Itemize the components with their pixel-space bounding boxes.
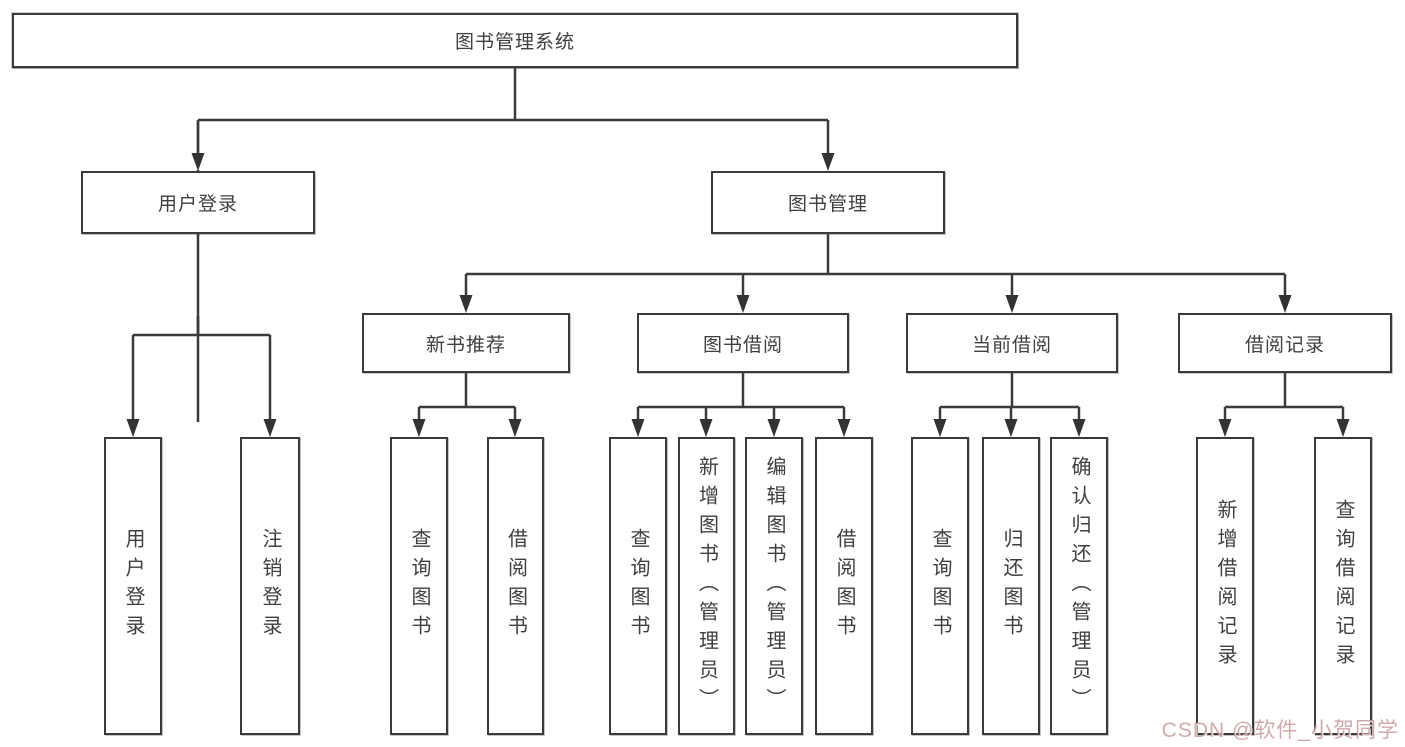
leaf-borrow-books: 借阅图书 bbox=[487, 437, 544, 735]
leaf-label: 借阅图书 bbox=[504, 528, 527, 644]
node-user-login: 用户登录 bbox=[81, 171, 315, 234]
node-label: 图书管理 bbox=[787, 194, 868, 215]
node-label: 图书管理系统 bbox=[454, 32, 575, 53]
leaf-add-borrow-record: 新增借阅记录 bbox=[1196, 437, 1254, 735]
arrowheads bbox=[126, 153, 1350, 437]
leaf-add-books-admin: 新增图书（管理员） bbox=[678, 437, 735, 735]
leaf-logout: 注销登录 bbox=[240, 437, 300, 735]
leaf-query-books: 查询图书 bbox=[911, 437, 969, 735]
leaf-query-borrow-record: 查询借阅记录 bbox=[1314, 437, 1372, 735]
leaf-query-books: 查询图书 bbox=[390, 437, 448, 735]
node-label: 新书推荐 bbox=[425, 334, 506, 356]
leaf-confirm-return-admin: 确认归还（管理员） bbox=[1050, 437, 1108, 735]
node-label: 用户登录 bbox=[157, 194, 238, 215]
leaf-label: 查询图书 bbox=[929, 528, 951, 644]
leaf-label: 注销登录 bbox=[259, 528, 281, 644]
leaf-label: 新增借阅记录 bbox=[1214, 499, 1236, 673]
leaf-return-books: 归还图书 bbox=[982, 437, 1040, 735]
node-library-management-system: 图书管理系统 bbox=[12, 13, 1018, 68]
leaf-label: 借阅图书 bbox=[833, 528, 855, 644]
leaf-label: 查询图书 bbox=[627, 528, 649, 644]
leaf-label: 编辑图书（管理员） bbox=[763, 455, 785, 717]
node-current-borrow: 当前借阅 bbox=[906, 313, 1118, 373]
leaf-label: 归还图书 bbox=[1000, 528, 1022, 644]
leaf-query-books: 查询图书 bbox=[609, 437, 667, 735]
leaf-label: 用户登录 bbox=[122, 528, 144, 644]
leaf-label: 查询图书 bbox=[408, 528, 430, 644]
node-label: 图书借阅 bbox=[702, 334, 783, 356]
leaf-edit-books-admin: 编辑图书（管理员） bbox=[745, 437, 803, 735]
leaf-user-login: 用户登录 bbox=[104, 437, 162, 735]
leaf-label: 新增图书（管理员） bbox=[695, 455, 718, 717]
node-book-management: 图书管理 bbox=[711, 171, 945, 234]
leaf-label: 确认归还（管理员） bbox=[1068, 455, 1090, 717]
node-new-book-recommend: 新书推荐 bbox=[362, 313, 570, 373]
node-borrow-records: 借阅记录 bbox=[1178, 313, 1392, 373]
node-book-borrow: 图书借阅 bbox=[637, 313, 849, 373]
node-label: 借阅记录 bbox=[1244, 334, 1325, 356]
leaf-label: 查询借阅记录 bbox=[1332, 499, 1354, 673]
leaf-borrow-books: 借阅图书 bbox=[815, 437, 873, 735]
node-label: 当前借阅 bbox=[971, 334, 1052, 356]
